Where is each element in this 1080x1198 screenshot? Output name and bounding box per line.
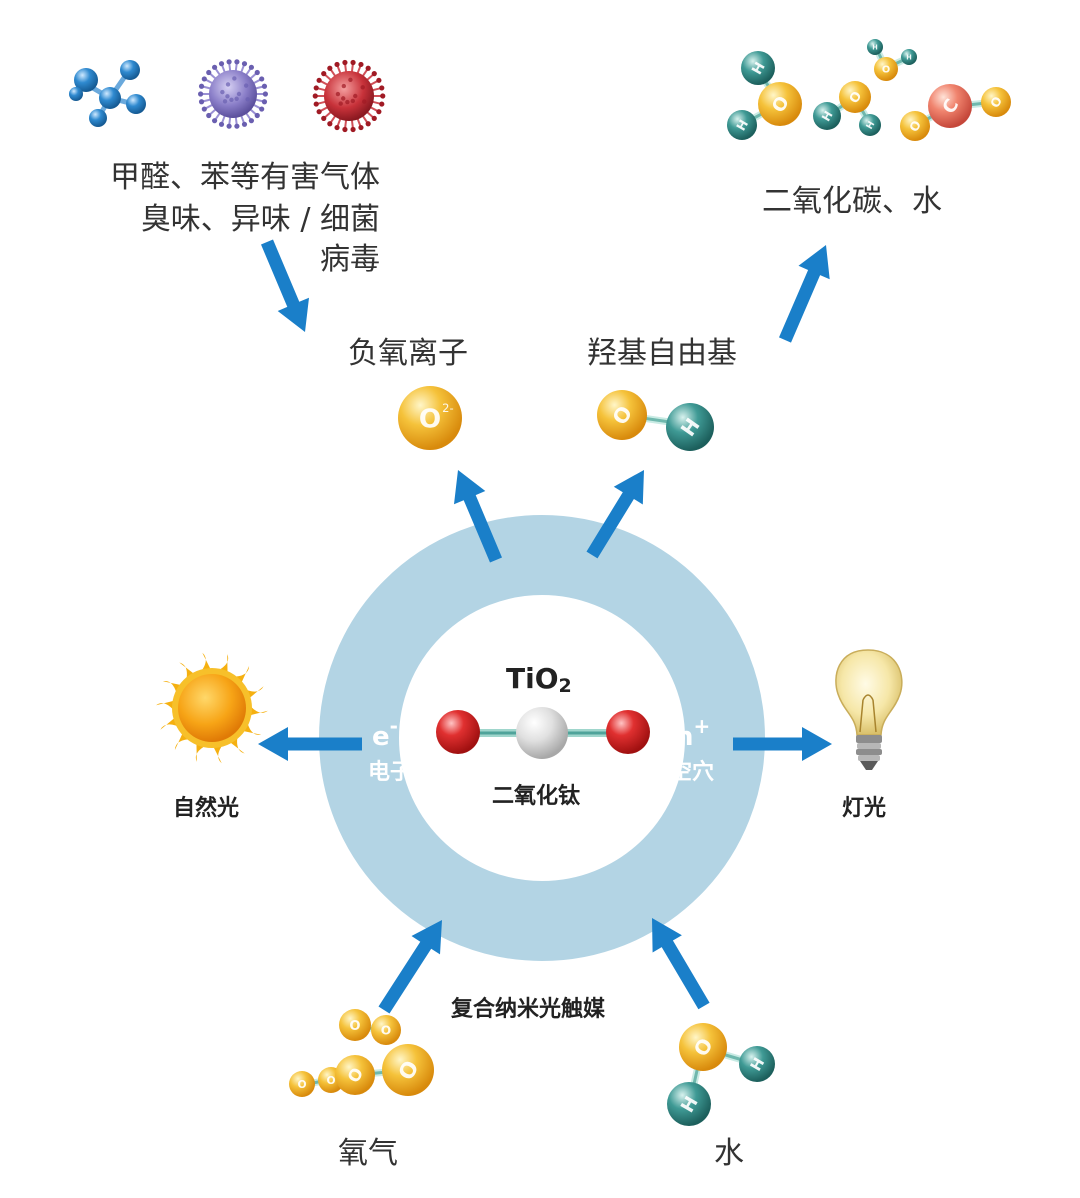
- svg-text:H: H: [872, 43, 878, 51]
- water-label: 水: [714, 1136, 744, 1171]
- natural-light-label: 自然光: [173, 796, 240, 821]
- arrow-water-in: [652, 918, 710, 1010]
- svg-text:H: H: [906, 53, 912, 61]
- titanium-dioxide-label: 二氧化钛: [492, 784, 581, 809]
- arrows-layer: [258, 239, 832, 1014]
- product-water1-hydrogen-b: H: [727, 110, 757, 140]
- oxygen-input-c2: O: [382, 1044, 434, 1096]
- svg-text:O: O: [297, 1078, 306, 1091]
- product-co2-carbon: C: [928, 84, 972, 128]
- product-water2-hydrogen-b: H: [859, 114, 881, 136]
- arrow-to-natural-light: [258, 727, 362, 761]
- product-water3-hydrogen-a: H: [867, 39, 883, 55]
- electron-symbol-letter: e: [372, 722, 390, 752]
- tio2-formula-main: TiO: [506, 662, 559, 695]
- svg-text:O: O: [381, 1024, 391, 1038]
- product-co2-oxygen-b: O: [981, 87, 1011, 117]
- electron-label: 电子: [368, 760, 413, 785]
- hydroxyl-radical-label: 羟基自由基: [587, 336, 737, 371]
- hydroxyl-oxygen-atom: O: [597, 390, 647, 440]
- hydroxyl-hydrogen-atom: H: [666, 403, 714, 451]
- water-input-oxygen: O: [679, 1023, 727, 1071]
- product-water1-oxygen: O: [758, 82, 802, 126]
- pollutants-label-line3: 病毒: [320, 242, 380, 277]
- water-input-hydrogen-b: H: [739, 1046, 775, 1082]
- hole-symbol-sup: +: [693, 714, 711, 738]
- electron-symbol: e-: [372, 714, 398, 752]
- electron-symbol-sup: -: [389, 714, 398, 738]
- hole-symbol: h+: [675, 714, 710, 752]
- virus-red-icon: [312, 59, 386, 133]
- sun-icon: [156, 652, 268, 764]
- lamp-light-label: 灯光: [842, 796, 887, 821]
- oxygen-input-a1: O: [289, 1071, 315, 1097]
- tio2-molecule-icon: [436, 707, 650, 759]
- hole-label: 空穴: [670, 760, 715, 785]
- tio2-formula-subscript: 2: [558, 675, 572, 697]
- light-bulb-icon: [835, 649, 903, 770]
- oxygen-input-b1: O: [339, 1009, 371, 1041]
- water-input-hydrogen-a: H: [667, 1082, 711, 1126]
- svg-text:O: O: [349, 1019, 360, 1034]
- arrow-products-out: [779, 245, 830, 343]
- oxygen-input-b2: O: [371, 1015, 401, 1045]
- product-water2-oxygen: O: [839, 81, 871, 113]
- product-water2-hydrogen-a: H: [813, 102, 841, 130]
- product-water1-hydrogen-a: H: [741, 51, 775, 85]
- svg-text:O: O: [326, 1074, 335, 1087]
- negative-oxygen-ion-label: 负氧离子: [348, 336, 468, 371]
- product-water3-oxygen: O: [874, 57, 898, 81]
- catalyst-label: 复合纳米光触媒: [451, 997, 606, 1022]
- arrow-pollutants-in: [261, 239, 309, 332]
- svg-text:O: O: [419, 405, 441, 435]
- virus-purple-icon: [198, 59, 268, 129]
- pollutants-label-line1: 甲醛、苯等有害气体: [110, 160, 380, 195]
- svg-text:O: O: [882, 65, 890, 76]
- oxygen-label: 氧气: [338, 1136, 398, 1171]
- pollutant-molecule-icon: [69, 60, 146, 127]
- oxygen-input-c1: O: [335, 1055, 375, 1095]
- product-co2-oxygen-a: O: [900, 111, 930, 141]
- tio2-formula: TiO2: [506, 662, 572, 697]
- product-water3-hydrogen-b: H: [901, 49, 917, 65]
- arrow-to-oxygen-ion: [454, 470, 502, 563]
- products-label: 二氧化碳、水: [762, 184, 942, 219]
- arrow-to-lamp: [733, 727, 832, 761]
- svg-text:2-: 2-: [442, 401, 453, 415]
- arrow-oxygen-in: [378, 920, 442, 1014]
- pollutants-label-line2: 臭味、异味 / 细菌: [140, 202, 380, 237]
- arrow-to-hydroxyl: [586, 470, 644, 559]
- hole-symbol-letter: h: [675, 722, 694, 752]
- svg-text:H: H: [865, 120, 877, 132]
